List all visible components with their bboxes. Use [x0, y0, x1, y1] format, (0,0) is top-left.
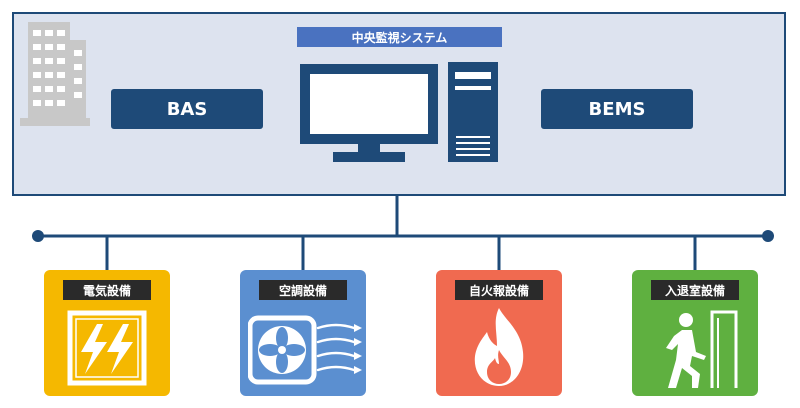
computer-icon [300, 62, 498, 162]
equipment-label-hvac: 空調設備 [259, 280, 347, 300]
bus-right-node [762, 230, 774, 242]
equipment-card-fire-alarm: 自火報設備 [436, 270, 562, 396]
building-icon [20, 22, 90, 126]
exit-person-icon [666, 310, 738, 388]
bus-left-node [32, 230, 44, 242]
bas-box: BAS [111, 89, 263, 129]
fan-icon [248, 315, 362, 385]
equipment-card-hvac: 空調設備 [240, 270, 366, 396]
flame-icon [474, 308, 524, 386]
bas-label: BAS [166, 98, 208, 120]
equipment-card-access-control: 入退室設備 [632, 270, 758, 396]
bems-box: BEMS [541, 89, 693, 129]
central-system-title: 中央監視システム [297, 27, 502, 47]
equipment-label-access-control: 入退室設備 [651, 280, 739, 300]
equipment-label-electrical: 電気設備 [63, 280, 151, 300]
equipment-label-fire-alarm: 自火報設備 [455, 280, 543, 300]
lightning-panel-icon [67, 310, 147, 386]
bems-label: BEMS [588, 98, 646, 120]
equipment-card-electrical: 電気設備 [44, 270, 170, 396]
